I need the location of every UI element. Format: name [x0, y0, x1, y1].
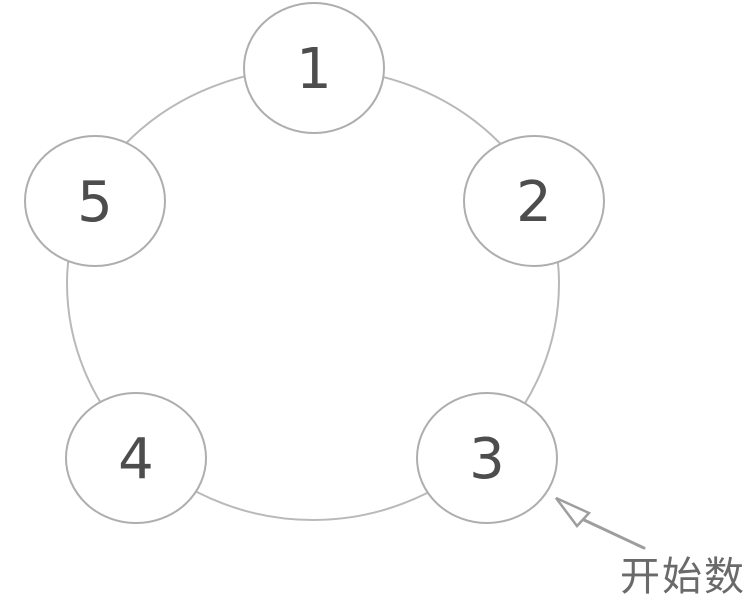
node-label-2: 2: [516, 170, 552, 235]
node-label-4: 4: [118, 427, 154, 492]
arrow-head: [555, 496, 592, 528]
node-label-3: 3: [469, 427, 505, 492]
arrow-shaft: [580, 517, 646, 550]
node-circle-1: [243, 2, 385, 134]
annotation-label: 开始数: [620, 554, 746, 600]
node-circle-5: [24, 135, 166, 267]
node-circle-4: [65, 392, 207, 524]
start-arrow: [555, 496, 646, 550]
node-circle-2: [463, 135, 605, 267]
node-label-5: 5: [77, 170, 113, 235]
node-circle-3: [416, 392, 558, 524]
node-label-1: 1: [296, 37, 332, 102]
